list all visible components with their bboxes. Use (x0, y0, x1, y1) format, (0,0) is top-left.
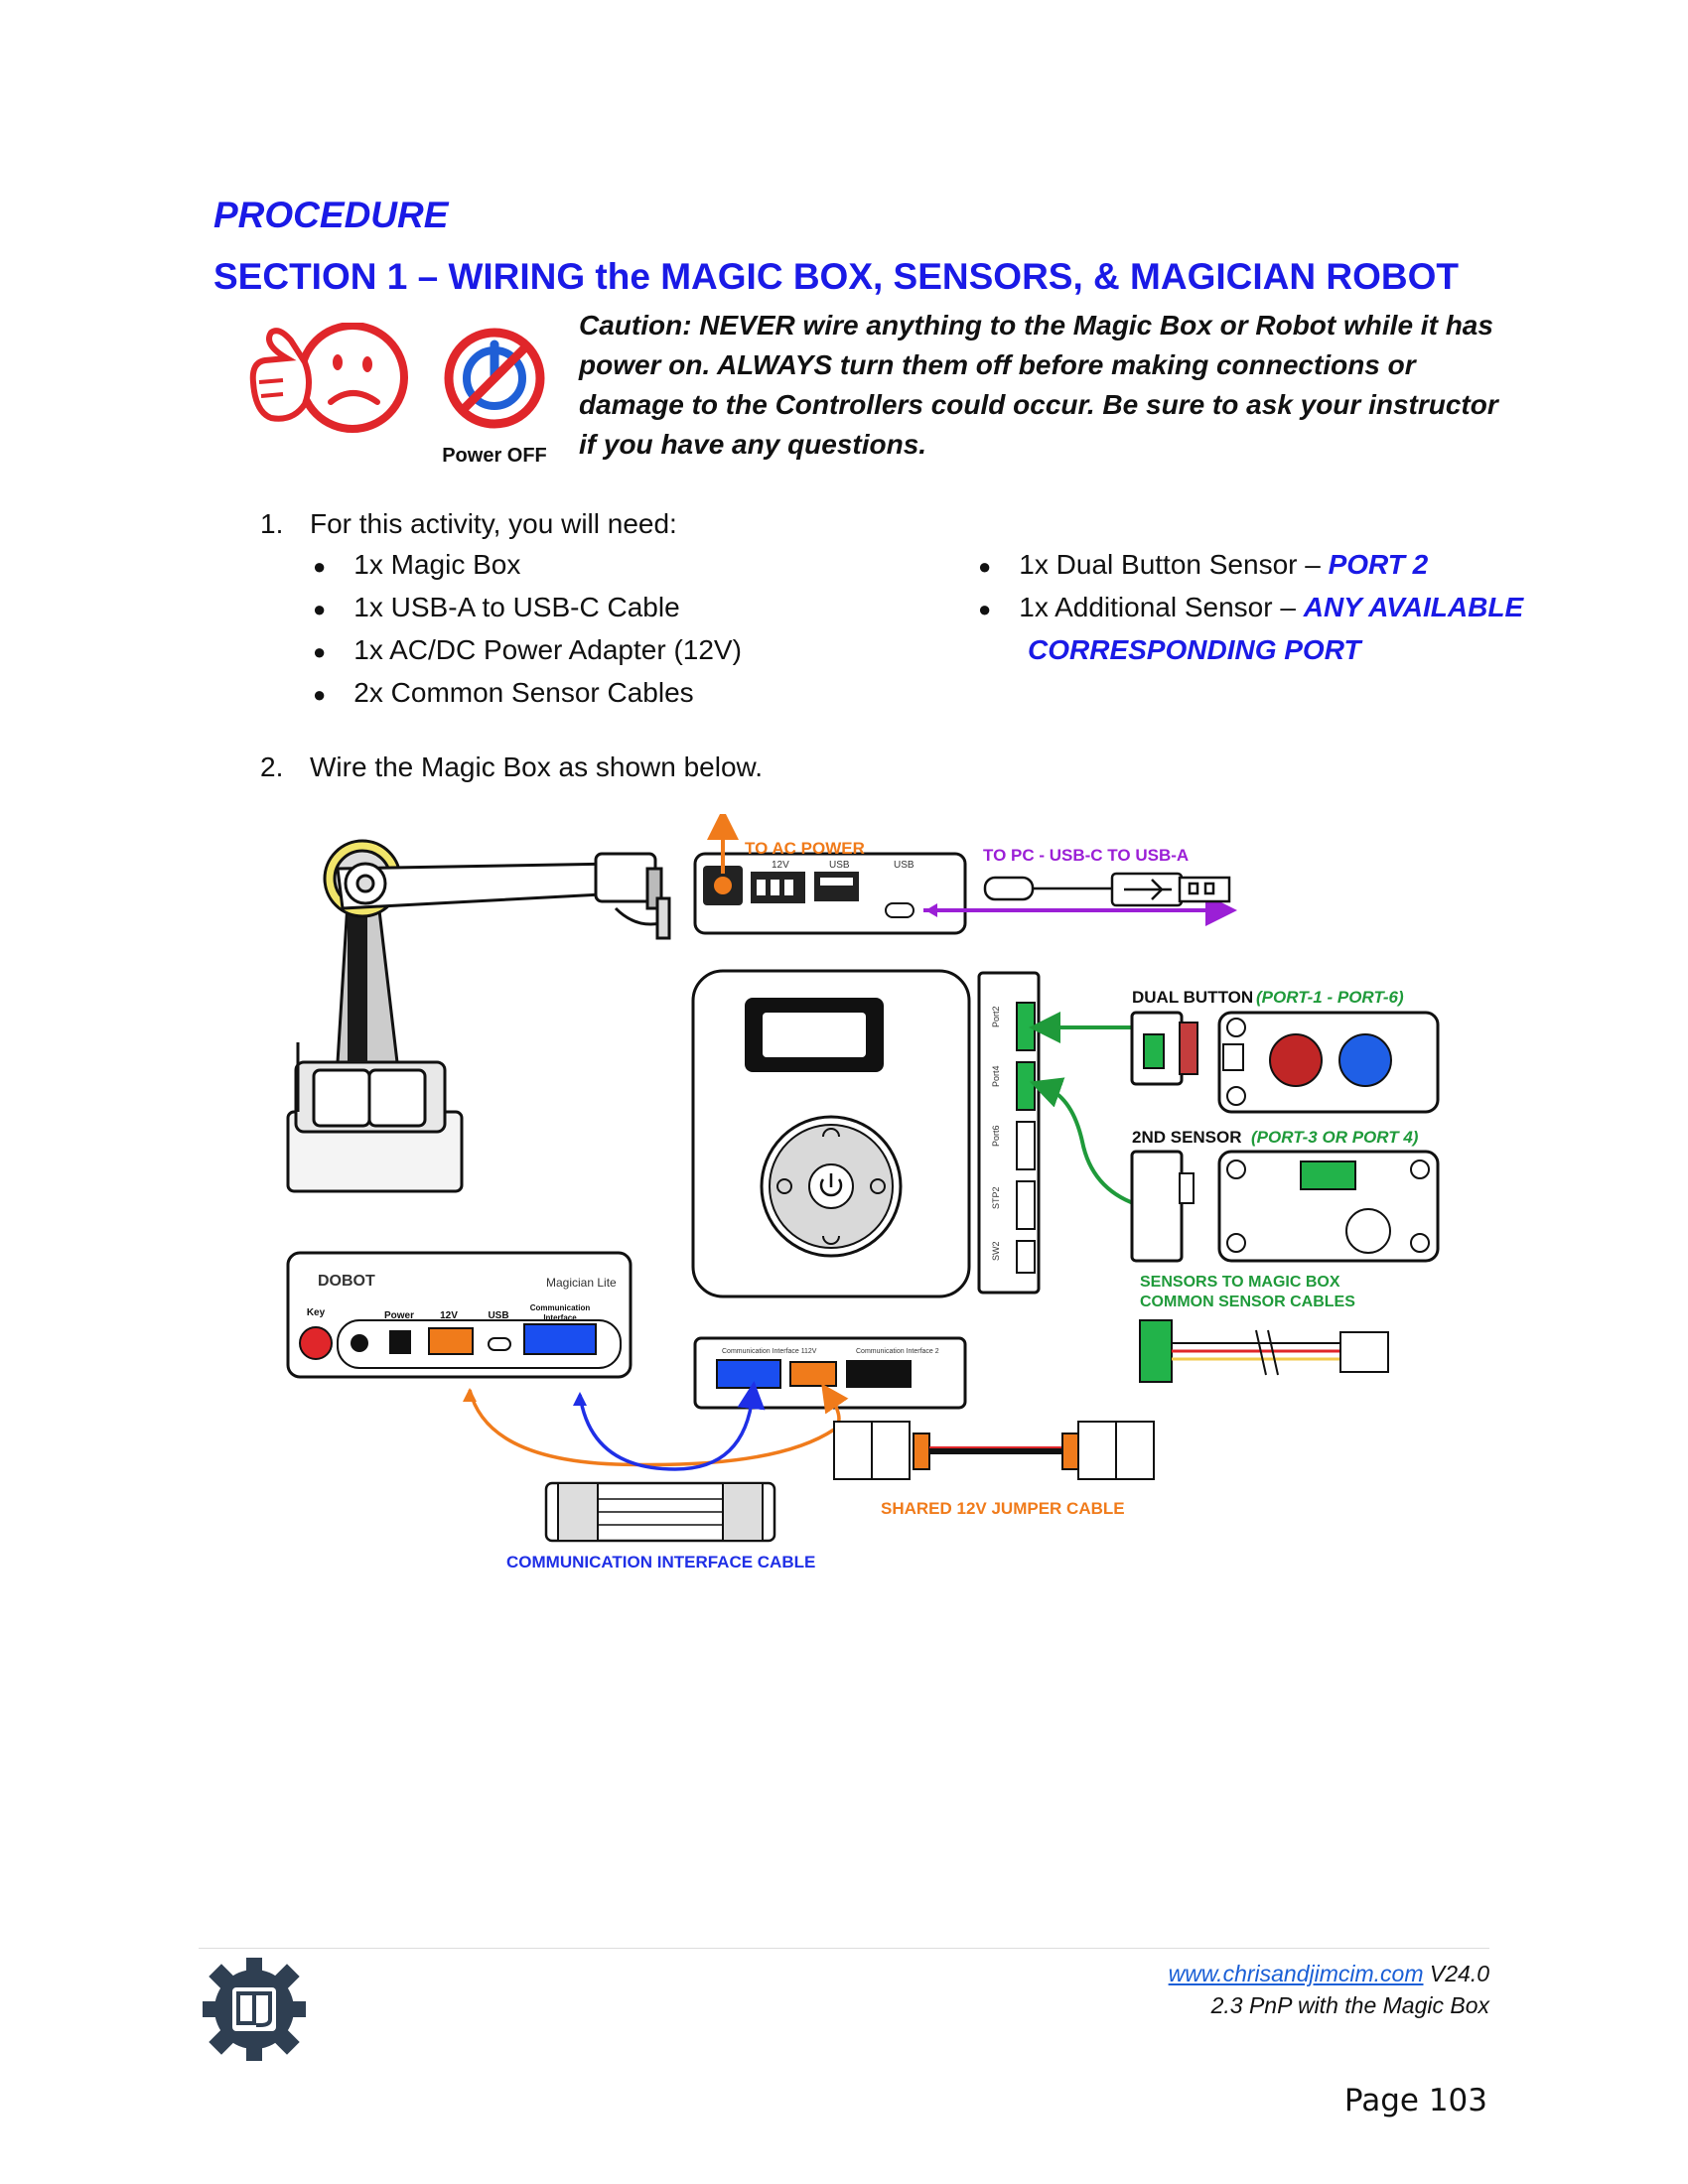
footer-subtitle: 2.3 PnP with the Magic Box (1210, 1992, 1489, 2018)
svg-text:USB: USB (894, 860, 914, 871)
wiring-diagram: 12V USB USB TO AC POWER TO PC - USB-C TO… (286, 814, 1440, 1569)
section-heading: SECTION 1 – WIRING the MAGIC BOX, SENSOR… (213, 256, 1459, 297)
footer-version: V24.0 (1423, 1961, 1489, 1986)
svg-text:Port4: Port4 (991, 1065, 1001, 1087)
footer-text: www.chrisandjimcim.com V24.0 2.3 PnP wit… (894, 1958, 1489, 2021)
to-ac-power-label: TO AC POWER (745, 839, 865, 858)
materials-right-list: ●1x Dual Button Sensor – PORT 2 ●1x Addi… (978, 544, 1534, 670)
svg-text:Port6: Port6 (991, 1125, 1001, 1147)
svg-text:DOBOT: DOBOT (318, 1273, 375, 1290)
svg-text:Communication Interface 2: Communication Interface 2 (856, 1348, 939, 1355)
dual-button-ports: (PORT-1 - PORT-6) (1256, 988, 1404, 1007)
svg-text:Key: Key (307, 1307, 326, 1318)
comm-ribbon-cable (544, 1481, 776, 1543)
magic-box-top-panel: 12V USB USB (693, 852, 967, 935)
list-item: ●1x AC/DC Power Adapter (12V) (313, 634, 742, 665)
svg-text:STP2: STP2 (991, 1186, 1001, 1209)
dobot-controller: DOBOT Magician Lite Key Power 12V USB Co… (286, 1251, 633, 1379)
svg-text:USB: USB (829, 860, 850, 871)
list-item: ●2x Common Sensor Cables (313, 677, 694, 708)
dual-button-sensor (1130, 1011, 1440, 1114)
second-sensor-arrow (1029, 1077, 1143, 1208)
procedure-heading: PROCEDURE (213, 195, 449, 235)
list-item: ●1x Additional Sensor – ANY AVAILABLE (978, 592, 1524, 622)
dual-button-label: DUAL BUTTON (1132, 988, 1253, 1007)
list-item: ●1x Magic Box (313, 549, 521, 580)
sad-face-icon (249, 323, 408, 433)
page-number: Page 103 (1343, 2083, 1487, 2118)
second-sensor-ports: (PORT-3 OR PORT 4) (1251, 1128, 1419, 1147)
svg-text:Power: Power (384, 1310, 414, 1321)
shared-jumper-label: SHARED 12V JUMPER CABLE (881, 1499, 1125, 1518)
step-1-number: 1. (260, 508, 284, 539)
power-off-label: Power OFF (442, 445, 547, 467)
list-item: ●1x USB-A to USB-C Cable (313, 592, 680, 622)
magician-robot-arm (286, 839, 671, 1193)
sensors-to-box-label-2: COMMON SENSOR CABLES (1140, 1294, 1355, 1310)
usb-cable-icon (983, 872, 1231, 907)
caution-icons: Power OFF (249, 323, 547, 467)
step-2-number: 2. (260, 751, 284, 782)
comm-cable-label: COMMUNICATION INTERFACE CABLE (506, 1553, 815, 1569)
port-strip: Port2 Port4 Port6 STP2 SW2 (977, 971, 1041, 1295)
svg-text:Port2: Port2 (991, 1006, 1001, 1027)
svg-text:Communication: Communication (530, 1303, 591, 1312)
power-off-icon (444, 328, 545, 429)
svg-text:SW2: SW2 (991, 1241, 1001, 1261)
step-1-text: For this activity, you will need: (310, 508, 677, 539)
second-sensor (1130, 1150, 1440, 1263)
list-item-continuation: CORRESPONDING PORT (1028, 634, 1361, 665)
footer-divider (199, 1948, 1489, 1949)
comm-arrow (578, 1381, 766, 1471)
svg-text:12V: 12V (772, 860, 789, 871)
svg-text:Magician Lite: Magician Lite (546, 1276, 617, 1290)
sensors-to-box-label-1: SENSORS TO MAGIC BOX (1140, 1274, 1340, 1291)
materials-left-list: ●1x Magic Box ●1x USB-A to USB-C Cable ●… (313, 544, 742, 715)
footer-link[interactable]: www.chrisandjimcim.com (1168, 1961, 1424, 1986)
list-item: ●1x Dual Button Sensor – PORT 2 (978, 549, 1429, 580)
to-pc-label: TO PC - USB-C TO USB-A (983, 846, 1189, 865)
svg-text:12V: 12V (440, 1310, 458, 1321)
second-sensor-label: 2ND SENSOR (1132, 1128, 1242, 1147)
jumper-cable (833, 1421, 1155, 1480)
svg-text:Interface: Interface (543, 1313, 577, 1322)
step-2-text: Wire the Magic Box as shown below. (310, 751, 763, 782)
magic-box-main (691, 969, 971, 1298)
caution-text: Caution: NEVER wire anything to the Magi… (579, 310, 1498, 460)
svg-text:USB: USB (488, 1310, 508, 1321)
svg-text:12V: 12V (804, 1348, 817, 1355)
common-sensor-cable (1139, 1319, 1389, 1383)
cj-gear-logo (203, 1958, 306, 2061)
svg-text:Communication Interface 1: Communication Interface 1 (722, 1348, 805, 1355)
